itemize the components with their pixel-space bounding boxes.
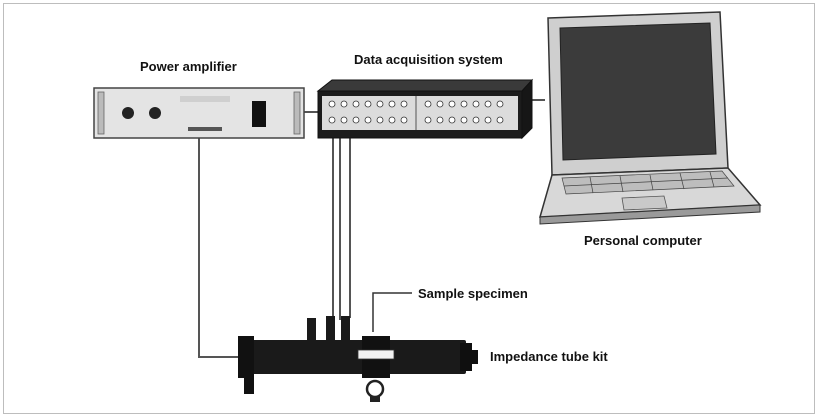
data-acquisition-label: Data acquisition system [354, 52, 503, 67]
cables [198, 99, 545, 358]
laptop-screen [559, 22, 717, 161]
amplifier-knob-2 [149, 107, 161, 119]
amplifier-power-switch [252, 101, 266, 127]
laptop-keyboard [561, 170, 735, 195]
power-amplifier [93, 87, 305, 139]
impedance-tube-label: Impedance tube kit [490, 349, 608, 364]
amplifier-knob-1 [122, 107, 134, 119]
laptop [538, 11, 762, 225]
data-acquisition-unit [316, 78, 534, 140]
sample-specimen-label: Sample specimen [418, 286, 528, 301]
laptop-touchpad [621, 195, 668, 211]
specimen-pointer [372, 292, 412, 332]
power-amplifier-label: Power amplifier [140, 59, 237, 74]
personal-computer-label: Personal computer [584, 233, 702, 248]
impedance-tube [238, 316, 478, 402]
amplifier-to-tube-cable [198, 138, 240, 358]
